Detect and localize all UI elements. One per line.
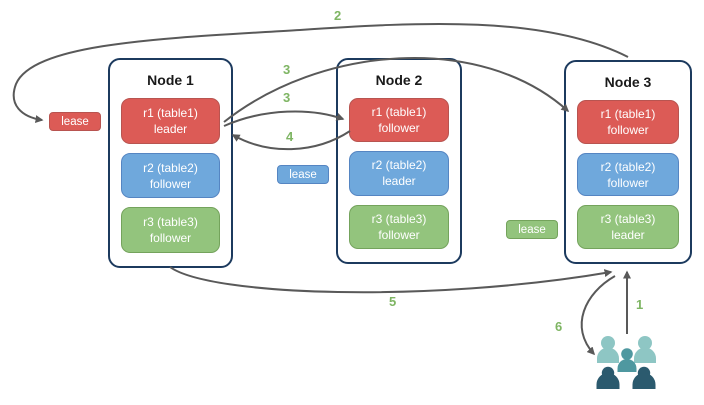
replica-role: follower [607, 122, 649, 137]
node-1-box: Node 1 r1 (table1) leader r2 (table2) fo… [108, 58, 233, 268]
replica-name: r1 (table1) [371, 105, 427, 120]
replica-role: follower [149, 176, 192, 191]
lease-chip-table3: lease [506, 220, 558, 239]
node-3-box: Node 3 r1 (table1) follower r2 (table2) … [564, 60, 692, 264]
replica-r3-node2: r3 (table3) follower [349, 204, 449, 249]
users-middle-person [617, 348, 637, 372]
replica-r3-node1: r3 (table3) follower [121, 207, 220, 254]
replica-name: r1 (table1) [600, 106, 656, 121]
arrow-3-node1-to-node2 [223, 110, 345, 127]
replica-name: r3 (table3) [143, 215, 198, 230]
replica-r2-node1: r2 (table2) follower [121, 152, 220, 199]
replica-r3-node3: r3 (table3) leader [577, 205, 679, 250]
node-2-title: Node 2 [375, 72, 423, 88]
arrow-5-node1-to-node3 [169, 266, 613, 294]
replica-role: follower [378, 121, 420, 136]
replica-name: r1 (table1) [143, 105, 198, 120]
step-label-3-upper: 3 [281, 62, 293, 77]
node-1-title: Node 1 [147, 72, 194, 88]
replica-name: r2 (table2) [371, 158, 427, 173]
node-3-replicas: r1 (table1) follower r2 (table2) followe… [577, 100, 679, 250]
lease-chip-table2: lease [277, 165, 329, 184]
replica-r1-node1: r1 (table1) leader [121, 98, 220, 144]
replica-r2-node2: r2 (table2) leader [349, 151, 449, 196]
users-front-row [596, 366, 656, 389]
replica-role: follower [378, 227, 420, 242]
step-label-3-lower: 3 [281, 90, 293, 105]
replica-role: follower [149, 231, 192, 246]
node-3-title: Node 3 [604, 74, 652, 90]
node-2-replicas: r1 (table1) follower r2 (table2) leader … [349, 98, 449, 249]
step-label-6: 6 [553, 319, 565, 334]
lease-chip-table1: lease [49, 112, 101, 131]
replica-name: r2 (table2) [143, 160, 198, 175]
step-label-4: 4 [284, 129, 296, 144]
node-2-box: Node 2 r1 (table1) follower r2 (table2) … [336, 58, 462, 264]
replica-role: leader [382, 174, 416, 189]
replica-r1-node3: r1 (table1) follower [577, 100, 679, 144]
replica-role: follower [607, 175, 649, 190]
replica-role: leader [611, 228, 645, 243]
replica-r2-node3: r2 (table2) follower [577, 152, 679, 197]
arrow-2-node3-to-lease [12, 22, 629, 123]
users-icon [596, 336, 656, 389]
replica-name: r3 (table3) [371, 211, 427, 226]
replica-role: leader [153, 121, 188, 136]
node-1-replicas: r1 (table1) leader r2 (table2) follower … [121, 98, 220, 254]
step-label-1: 1 [634, 297, 646, 312]
step-label-5: 5 [387, 294, 399, 309]
replica-r1-node2: r1 (table1) follower [349, 98, 449, 143]
replica-name: r3 (table3) [600, 212, 656, 227]
replica-name: r2 (table2) [600, 159, 656, 174]
step-label-2: 2 [332, 8, 344, 23]
